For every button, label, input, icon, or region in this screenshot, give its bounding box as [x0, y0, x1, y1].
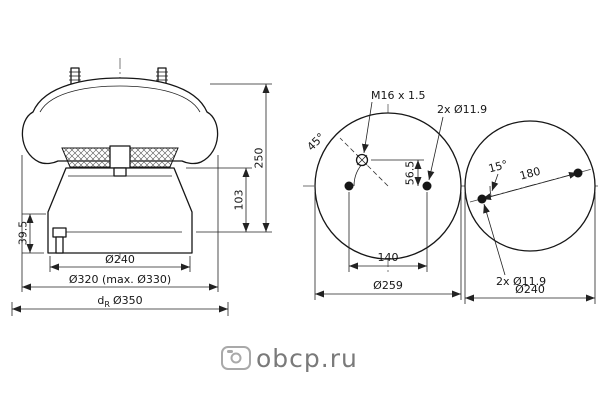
center-boss: [109, 145, 131, 169]
bolt-hole-right: [573, 168, 583, 178]
side-view: 250 103 39.5 Ø240 Ø320 (max. Ø330): [11, 58, 272, 316]
watermark: obcp.ru: [221, 344, 358, 373]
dim-103-label: 103: [233, 190, 246, 211]
holes-label-piston: 2x Ø11.9: [496, 275, 546, 288]
top-plate-inner-line: [39, 85, 201, 113]
angle-15-leader: [491, 173, 499, 192]
watermark-text: obcp.ru: [256, 344, 358, 373]
dim-dia-bellows: Ø320 (max. Ø330): [21, 155, 219, 292]
angle-15-label: 15°: [487, 158, 509, 176]
dr-value: Ø350: [113, 294, 143, 307]
dim-port-offset: 56.5: [371, 159, 424, 186]
m16-label: M16 x 1.5: [371, 89, 425, 102]
bolt-hole-right: [422, 181, 432, 191]
dim-140-label: 140: [378, 251, 399, 264]
bolt-hole-left: [344, 181, 354, 191]
angle-15-arc: [489, 185, 492, 197]
dim-height-base: 39.5: [17, 213, 46, 254]
dim-39-5-label: 39.5: [17, 221, 30, 246]
dim-d320-label: Ø320 (max. Ø330): [69, 273, 171, 286]
m16-leader: [361, 101, 373, 154]
top-view-piston: 180 15° 2x Ø11.9 Ø240: [464, 120, 596, 304]
dim-outer-dia-259: Ø259: [314, 192, 462, 300]
bottom-stud: [52, 227, 67, 254]
top-view-bead-plate: M16 x 1.5 2x Ø11.9 45° 56.5 140 Ø259: [305, 89, 487, 300]
bellows-outline: [21, 77, 219, 165]
dim-d240-label: Ø240: [105, 253, 135, 266]
dim-dia-piston: Ø240: [49, 253, 191, 272]
holes-label-plate: 2x Ø11.9: [437, 103, 487, 116]
dim-d240-top-label: Ø240: [515, 283, 545, 296]
piston-outline: [47, 167, 193, 254]
dim-180-label: 180: [518, 165, 542, 183]
m16-port-symbol: [355, 153, 369, 167]
bolt-hole-left: [477, 194, 487, 204]
dim-d259-label: Ø259: [373, 279, 403, 292]
dim-outer-dia-240: Ø240: [464, 192, 596, 304]
dr-prefix: d: [97, 294, 104, 307]
boss-lower: [113, 167, 127, 177]
dim-56-5-label: 56.5: [404, 161, 417, 186]
dim-250-label: 250: [253, 148, 266, 169]
holes-leader: [427, 116, 444, 181]
dim-180-line: [481, 171, 579, 201]
dr-subscript: R: [104, 300, 110, 309]
holes-leader: [483, 203, 506, 276]
dim-height-total: 250: [196, 83, 272, 233]
dim-hole-spacing-140: 140: [348, 192, 428, 272]
camera-icon: [221, 346, 251, 370]
dim-height-piston: 103: [186, 167, 252, 232]
